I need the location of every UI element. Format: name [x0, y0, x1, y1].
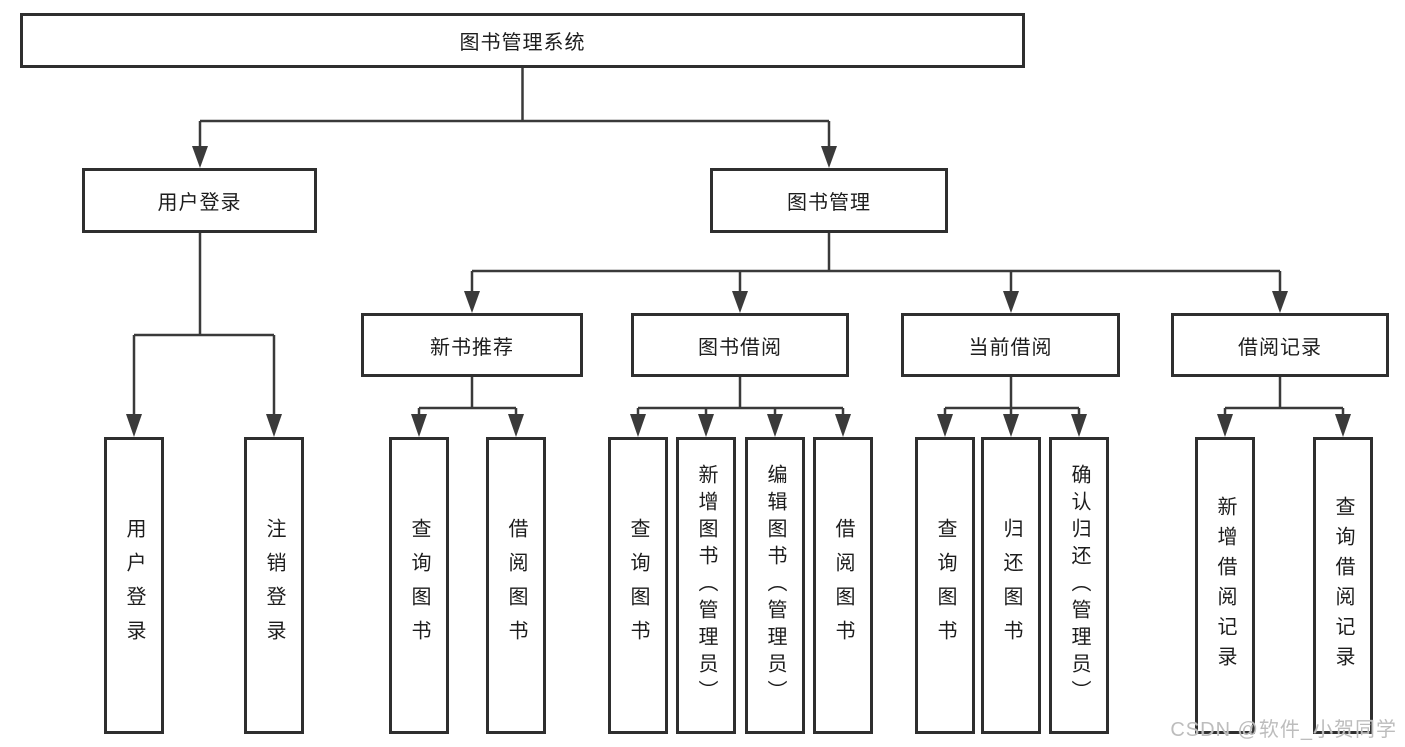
- leaf-query-books-recommend: 查询图书: [389, 437, 449, 734]
- node-book-borrow: 图书借阅: [631, 313, 849, 377]
- leaf-add-book-admin: 新增图书（管理员）: [676, 437, 736, 734]
- leaf-add-book-admin-label: 新增图书（管理员）: [695, 464, 717, 707]
- watermark: CSDN @软件_小贺同学: [1170, 719, 1397, 741]
- node-borrow-records: 借阅记录: [1171, 313, 1389, 377]
- connector-current-borrow-to-leaves: [937, 377, 1087, 437]
- leaf-logout-label: 注销登录: [263, 517, 285, 654]
- leaf-borrow-books-recommend: 借阅图书: [486, 437, 546, 734]
- leaf-add-borrow-record: 新增借阅记录: [1195, 437, 1255, 734]
- leaf-confirm-return-admin: 确认归还（管理员）: [1049, 437, 1109, 734]
- connector-root-to-level2: [192, 68, 837, 168]
- node-user-login: 用户登录: [82, 168, 317, 233]
- leaf-confirm-return-admin-label: 确认归还（管理员）: [1068, 464, 1090, 707]
- leaf-query-books-borrow-label: 查询图书: [627, 517, 649, 654]
- node-book-management-label: 图书管理: [787, 192, 871, 214]
- node-root-label: 图书管理系统: [459, 32, 586, 54]
- connector-book-management-to-level3: [464, 233, 1288, 313]
- connector-new-book-recommend-to-leaves: [411, 377, 524, 437]
- node-borrow-records-label: 借阅记录: [1238, 336, 1322, 359]
- leaf-query-books-current-label: 查询图书: [934, 517, 956, 654]
- leaf-borrow-books-label: 借阅图书: [832, 517, 854, 654]
- leaf-query-books-borrow: 查询图书: [608, 437, 668, 734]
- leaf-borrow-books-recommend-label: 借阅图书: [505, 517, 527, 654]
- leaf-return-book-label: 归还图书: [1000, 517, 1022, 654]
- leaf-user-login: 用户登录: [104, 437, 164, 734]
- leaf-query-books-recommend-label: 查询图书: [408, 517, 430, 654]
- leaf-edit-book-admin-label: 编辑图书（管理员）: [764, 464, 786, 707]
- leaf-query-books-current: 查询图书: [915, 437, 975, 734]
- connector-user-login-to-leaves: [126, 233, 282, 437]
- leaf-return-book: 归还图书: [981, 437, 1041, 734]
- node-root: 图书管理系统: [20, 13, 1025, 68]
- leaf-edit-book-admin: 编辑图书（管理员）: [745, 437, 805, 734]
- leaf-logout: 注销登录: [244, 437, 304, 734]
- node-current-borrow-label: 当前借阅: [968, 336, 1053, 359]
- connector-book-borrow-to-leaves: [630, 377, 851, 437]
- node-book-borrow-label: 图书借阅: [698, 336, 782, 359]
- node-current-borrow: 当前借阅: [901, 313, 1120, 377]
- node-new-book-recommend: 新书推荐: [361, 313, 583, 377]
- connector-borrow-records-to-leaves: [1217, 377, 1351, 437]
- leaf-add-borrow-record-label: 新增借阅记录: [1214, 495, 1236, 676]
- leaf-query-borrow-record: 查询借阅记录: [1313, 437, 1373, 734]
- leaf-query-borrow-record-label: 查询借阅记录: [1332, 495, 1354, 676]
- node-book-management: 图书管理: [710, 168, 948, 233]
- leaf-user-login-label: 用户登录: [123, 517, 145, 654]
- node-user-login-label: 用户登录: [157, 192, 242, 214]
- node-new-book-recommend-label: 新书推荐: [430, 336, 514, 359]
- leaf-borrow-books: 借阅图书: [813, 437, 873, 734]
